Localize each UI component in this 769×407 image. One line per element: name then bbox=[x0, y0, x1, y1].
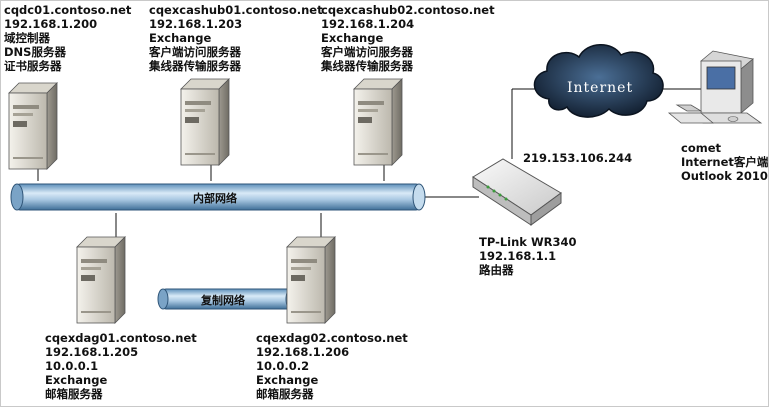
role: 邮箱服务器 bbox=[256, 387, 314, 401]
router-role: 路由器 bbox=[479, 263, 514, 277]
ip-address: 192.168.1.206 bbox=[256, 345, 350, 359]
internal-network-label: 内部网络 bbox=[193, 192, 237, 205]
router-device bbox=[472, 158, 562, 226]
role: 邮箱服务器 bbox=[45, 387, 103, 401]
ip-address: 192.168.1.205 bbox=[45, 345, 139, 359]
client-computer bbox=[667, 50, 763, 124]
internet-cloud bbox=[533, 44, 664, 118]
role: 客户端访问服务器 bbox=[149, 45, 241, 59]
client-name: comet bbox=[681, 141, 721, 155]
router-label: TP-Link WR340 192.168.1.1 路由器 bbox=[479, 235, 577, 277]
ip-address: 192.168.1.200 bbox=[4, 17, 98, 31]
hostname: cqdc01.contoso.net bbox=[4, 3, 132, 17]
role: Exchange bbox=[321, 31, 384, 45]
server-dc01 bbox=[8, 82, 58, 170]
role: 集线器传输服务器 bbox=[321, 59, 413, 73]
role: 集线器传输服务器 bbox=[149, 59, 241, 73]
ip-address: 192.168.1.204 bbox=[321, 17, 415, 31]
replication-network-label: 复制网络 bbox=[201, 294, 245, 307]
server-dag02 bbox=[286, 236, 336, 324]
hostname: cqexcashub02.contoso.net bbox=[321, 3, 495, 17]
server-cashub02-label: cqexcashub02.contoso.net 192.168.1.204 E… bbox=[321, 3, 495, 73]
ip-address: 10.0.0.1 bbox=[45, 359, 99, 373]
role: 域控制器 bbox=[4, 31, 50, 45]
server-dag01 bbox=[76, 236, 126, 324]
router-model: TP-Link WR340 bbox=[479, 235, 577, 249]
role: 证书服务器 bbox=[4, 59, 62, 73]
server-cashub01-label: cqexcashub01.contoso.net 192.168.1.203 E… bbox=[149, 3, 323, 73]
ip-address: 10.0.0.2 bbox=[256, 359, 310, 373]
hostname: cqexcashub01.contoso.net bbox=[149, 3, 323, 17]
role: Exchange bbox=[256, 373, 319, 387]
server-cashub02 bbox=[353, 78, 403, 166]
hostname: cqexdag01.contoso.net bbox=[45, 331, 197, 345]
internal-network-pipe bbox=[10, 183, 426, 211]
server-dc01-label: cqdc01.contoso.net 192.168.1.200 域控制器 DN… bbox=[4, 3, 131, 73]
role: DNS服务器 bbox=[4, 45, 66, 59]
client-label: comet Internet客户端 Outlook 2010 bbox=[681, 141, 768, 183]
role: Exchange bbox=[45, 373, 108, 387]
client-type: Internet客户端 bbox=[681, 155, 769, 169]
client-app: Outlook 2010 bbox=[681, 169, 768, 183]
internet-label: Internet bbox=[567, 80, 634, 96]
server-dag01-label: cqexdag01.contoso.net 192.168.1.205 10.0… bbox=[45, 331, 197, 401]
role: Exchange bbox=[149, 31, 212, 45]
hostname: cqexdag02.contoso.net bbox=[256, 331, 408, 345]
router-public-ip: 219.153.106.244 bbox=[523, 151, 633, 165]
role: 客户端访问服务器 bbox=[321, 45, 413, 59]
router-ip: 192.168.1.1 bbox=[479, 249, 557, 263]
server-cashub01 bbox=[180, 78, 230, 166]
ip-address: 192.168.1.203 bbox=[149, 17, 243, 31]
server-dag02-label: cqexdag02.contoso.net 192.168.1.206 10.0… bbox=[256, 331, 408, 401]
